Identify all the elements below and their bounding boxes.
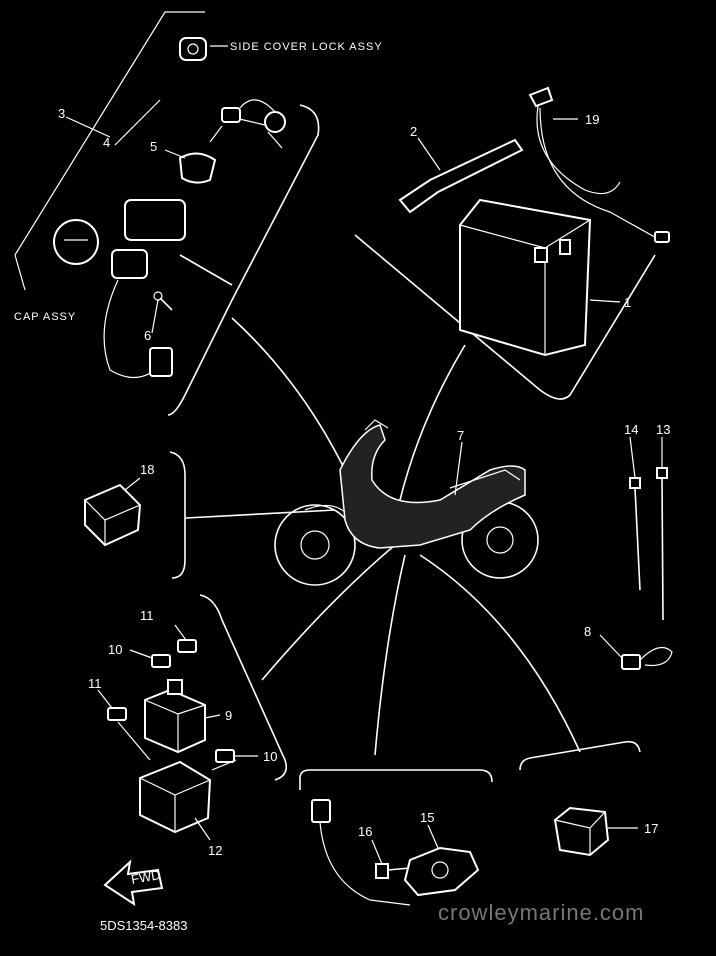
connector-part (311, 799, 411, 906)
drawing-number: 5DS1354-8383 (100, 918, 187, 933)
callout-1: 1 (624, 295, 631, 310)
callout-11b: 11 (88, 676, 102, 691)
frame-relay-17 (519, 740, 641, 771)
fuse-10b-part (215, 749, 235, 763)
callout-15: 15 (420, 810, 434, 825)
side-cover-lock-label: SIDE COVER LOCK ASSY (230, 41, 383, 53)
leader-battery (399, 344, 466, 501)
frame-battery-group (354, 234, 656, 400)
frame-starter-relay-group (199, 594, 288, 781)
relay-17-part (553, 806, 610, 857)
battery-part (459, 198, 592, 357)
callout-14: 14 (624, 422, 638, 437)
callout-17: 17 (644, 821, 658, 836)
frame-switch-15 (299, 769, 493, 790)
switch-15-part (403, 846, 480, 897)
motorcycle-illustration (274, 419, 539, 586)
bracket-side-cover-lock (14, 11, 205, 256)
connection-fuses (117, 721, 237, 771)
battery-band-part (398, 138, 524, 214)
callout-2: 2 (410, 124, 417, 139)
fwd-label: FWD (130, 867, 162, 887)
callout-8: 8 (584, 624, 591, 639)
frame-relay-18 (169, 451, 186, 579)
battery-cable-part (528, 86, 670, 243)
starter-relay-9-part (144, 679, 206, 754)
callout-6: 6 (144, 328, 151, 343)
leader-switch (374, 554, 406, 756)
fuse-11b-part (107, 707, 127, 721)
watermark: crowleymarine.com (438, 900, 645, 925)
leader-ignition (231, 317, 346, 471)
callout-10b: 10 (263, 749, 277, 764)
callout-5: 5 (150, 139, 157, 154)
callout-9: 9 (225, 708, 232, 723)
fwd-arrow-icon: FWD (103, 859, 164, 907)
frame-ignition-group (167, 104, 320, 416)
relay-cover-12-part (139, 760, 212, 834)
callout-16: 16 (358, 824, 372, 839)
side-cover-lock-part (179, 37, 207, 61)
main-switch-part (103, 152, 233, 379)
callout-3: 3 (58, 106, 65, 121)
callout-18: 18 (140, 462, 154, 477)
callout-10a: 10 (108, 642, 122, 657)
key-set-part (209, 99, 286, 149)
clamp-8-part (621, 646, 673, 670)
bolt-16-part (375, 863, 411, 879)
callout-7: 7 (457, 428, 464, 443)
callout-11a: 11 (140, 608, 154, 623)
callout-13: 13 (656, 422, 670, 437)
cable-tie-13-part (656, 467, 668, 621)
callout-19: 19 (585, 112, 599, 127)
leader-relay-17 (419, 554, 581, 753)
cable-tie-14-part (629, 477, 641, 591)
callout-12: 12 (208, 843, 222, 858)
cap-assy-label: CAP ASSY (14, 311, 76, 323)
leader-relay-18 (185, 509, 336, 519)
relay-18-part (84, 483, 142, 547)
callout-4: 4 (103, 135, 110, 150)
leader-starter-relay (261, 544, 396, 681)
bracket-cap-assy (14, 254, 26, 291)
cap-assy-part (53, 219, 99, 265)
fuse-11a-part (177, 639, 197, 653)
fuse-10a-part (151, 654, 171, 668)
